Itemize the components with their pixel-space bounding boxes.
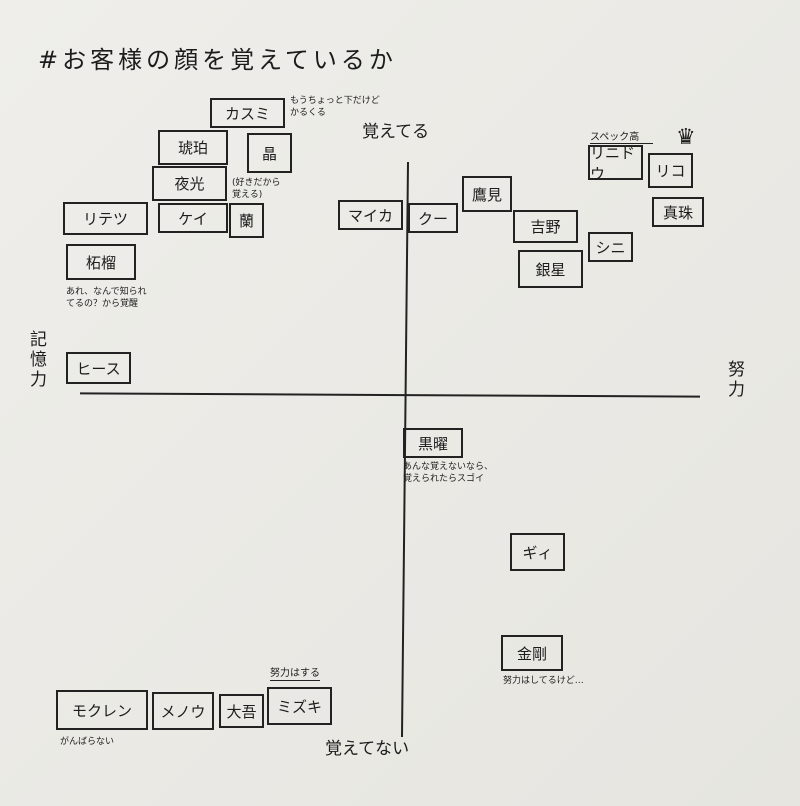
box-hisu: ヒース <box>66 352 131 384</box>
box-takami: 鷹見 <box>462 176 512 212</box>
note-zakuro: あれ、なんで知られ てるの？から覚醒 <box>66 287 147 309</box>
box-yakou: 夜光 <box>152 166 227 201</box>
crown-icon: ♛ <box>676 125 696 150</box>
box-kasumi: カスミ <box>210 98 285 128</box>
box-menou: メノウ <box>152 692 214 730</box>
note-kasumi: もうちょっと下だけど かるくる <box>290 96 380 118</box>
box-mokuren: モクレン <box>56 690 148 730</box>
box-ran: 蘭 <box>229 203 264 238</box>
box-akira: 晶 <box>247 133 292 173</box>
box-kongou: 金剛 <box>501 635 563 671</box>
note-akira: (好きだから 覚える) <box>232 178 281 200</box>
axis-label-right: 努力 <box>724 360 744 400</box>
note-mokuren: がんばらない <box>60 737 115 747</box>
box-rindou: リニドウ <box>588 144 643 183</box>
axis-label-bottom: 覚えてない <box>325 739 410 759</box>
box-kei: ケイ <box>158 203 228 233</box>
box-shini: シニ <box>588 232 633 262</box>
axis-label-top: 覚えてる <box>362 122 430 142</box>
horizontal-axis <box>79 392 701 398</box>
note-kongou: 努力はしてるけど… <box>503 676 584 686</box>
box-zakuro: 柘榴 <box>66 244 136 280</box>
box-yoshino: 吉野 <box>513 210 578 243</box>
note-spec: スペック高 <box>590 128 654 144</box>
box-gii: ギィ <box>510 533 565 571</box>
box-riko: リコ <box>648 153 693 188</box>
page-title: #お客様の顔を覚えているか <box>38 46 397 74</box>
box-daigo: 大吾 <box>219 694 264 728</box>
box-kokuyou: 黒曜 <box>403 428 463 458</box>
box-ritetsu: リテツ <box>63 202 148 235</box>
box-maika: マイカ <box>338 200 403 230</box>
box-shinju: 真珠 <box>652 197 704 227</box>
box-ginsei: 銀星 <box>518 250 583 288</box>
box-ku: クー <box>408 203 458 233</box>
note-mizuki: 努力はする <box>270 668 320 681</box>
axis-label-left: 記憶力 <box>26 330 46 390</box>
box-kohaku: 琥珀 <box>158 130 228 165</box>
box-mizuki: ミズキ <box>267 687 332 725</box>
note-kokuyou: あんな覚えないなら、 覚えられたらスゴイ <box>403 462 494 484</box>
